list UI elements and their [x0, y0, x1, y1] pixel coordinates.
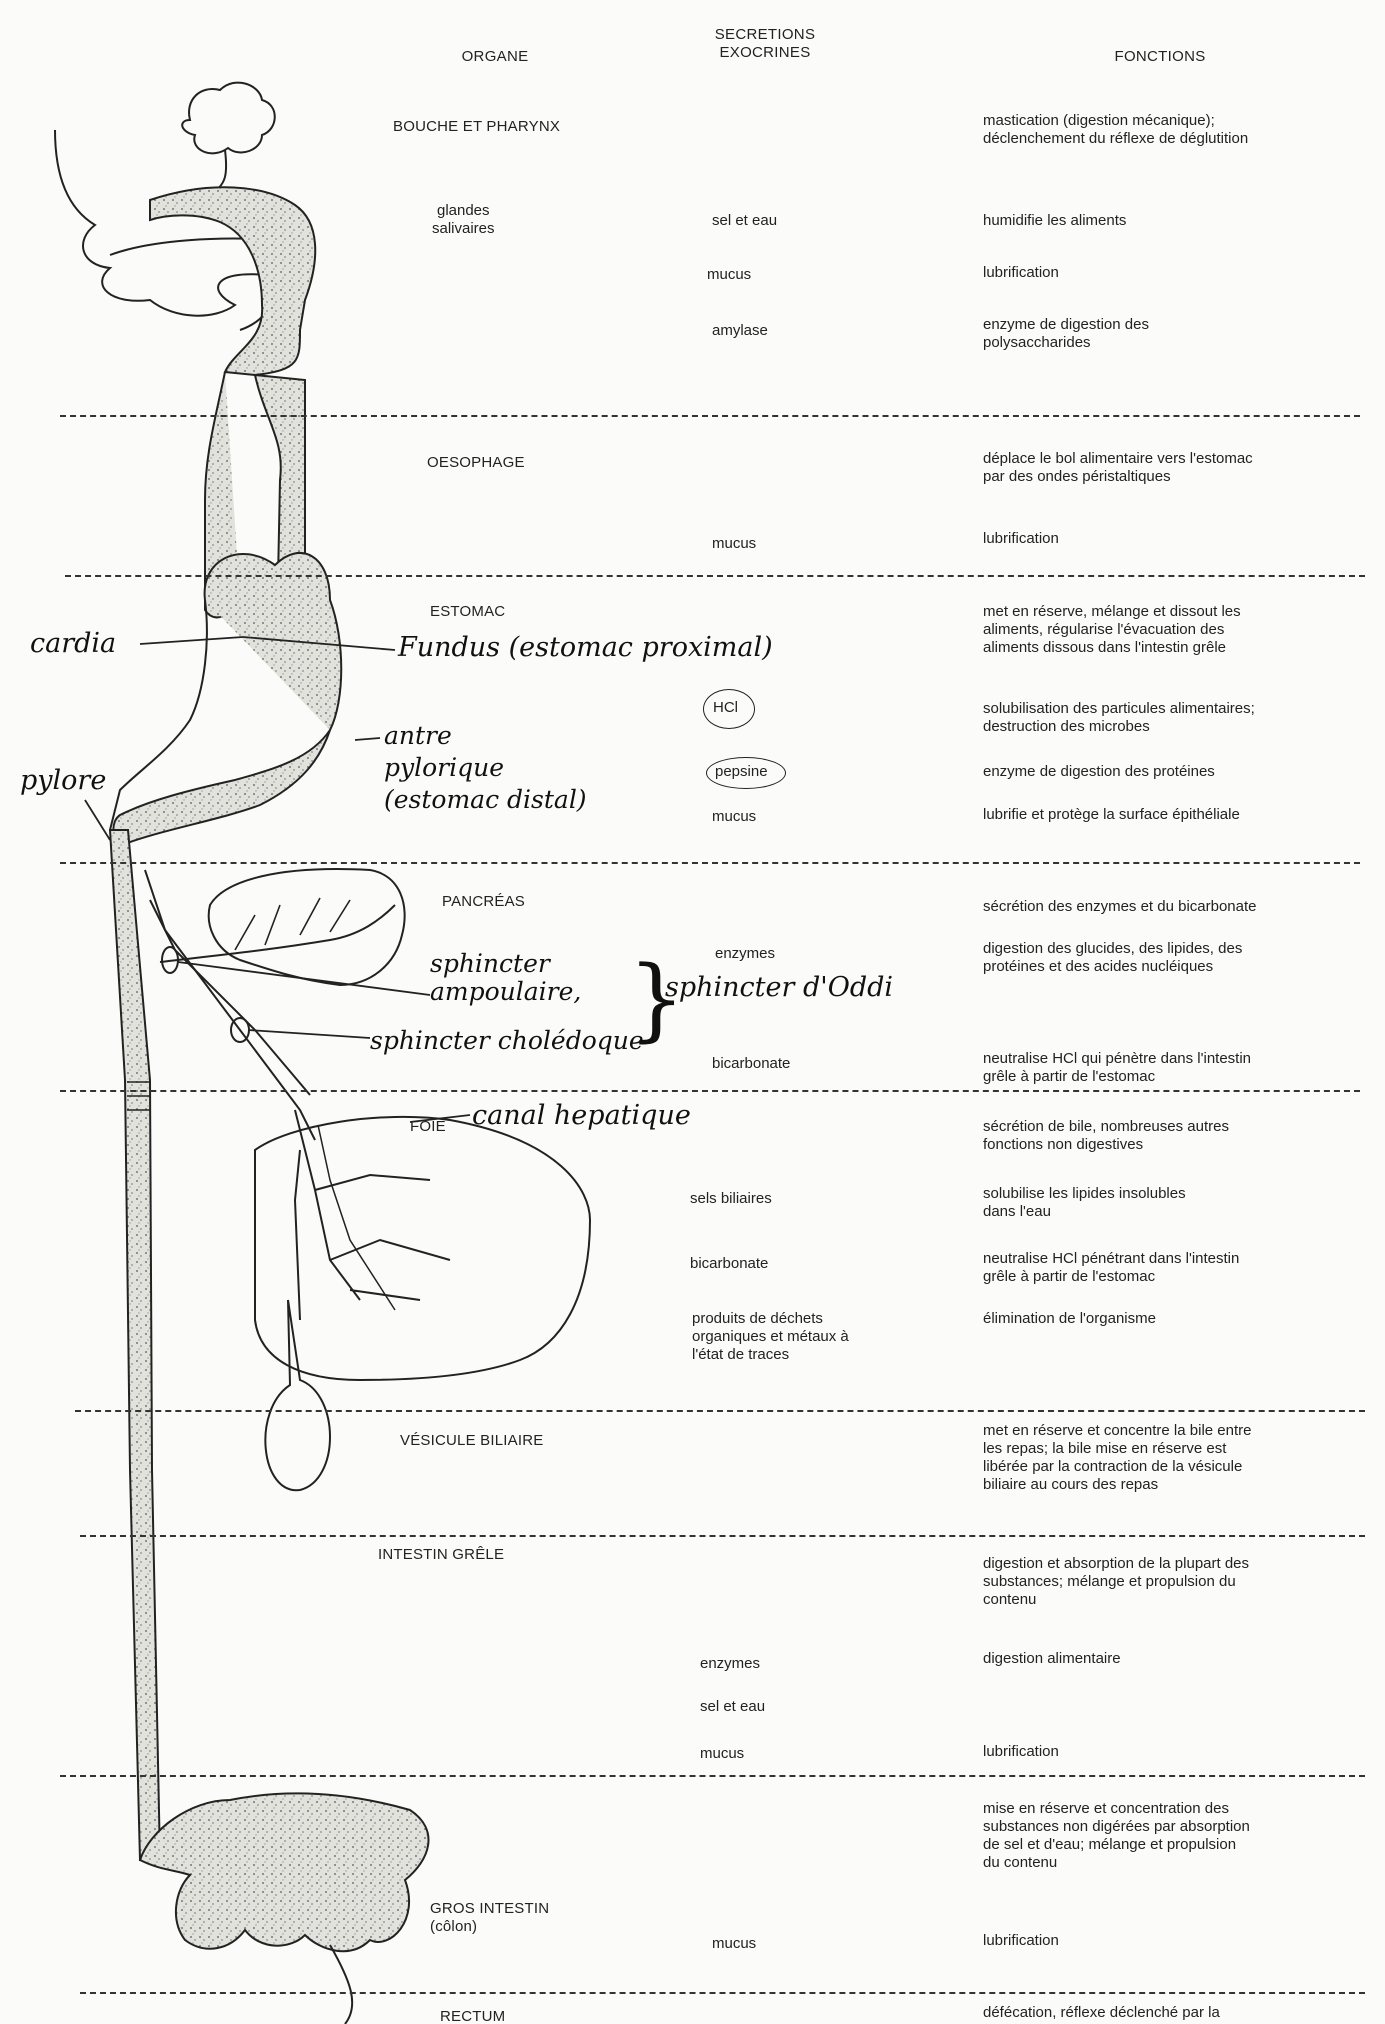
organ-intestin-grele: INTESTIN GRÊLE [378, 1546, 504, 1564]
organ-gros-intestin: GROS INTESTIN (côlon) [430, 1900, 549, 1936]
colon [140, 1793, 429, 1951]
function-text: mastication (digestion mécanique); décle… [983, 112, 1248, 148]
secretion-text: HCl [713, 699, 738, 717]
function-text: défécation, réflexe déclenché par la [983, 2004, 1220, 2022]
section-divider [60, 1090, 1360, 1092]
secretion-text: produits de déchets organiques et métaux… [692, 1310, 849, 1364]
function-text: lubrification [983, 264, 1059, 282]
pancreas [209, 869, 405, 985]
leader-antre [355, 738, 380, 740]
function-text: solubilisation des particules alimentair… [983, 700, 1255, 736]
sub-organ-glandes-salivaires: glandes salivaires [432, 202, 495, 238]
section-divider [60, 1775, 1365, 1777]
function-text: digestion et absorption de la plupart de… [983, 1555, 1249, 1609]
function-text: lubrifie et protège la surface épithélia… [983, 806, 1240, 824]
small-intestine [110, 830, 160, 1860]
organ-foie: FOIE [410, 1118, 446, 1136]
function-text: digestion alimentaire [983, 1650, 1121, 1668]
function-text: enzyme de digestion des protéines [983, 763, 1215, 781]
salivary-gland [182, 83, 275, 154]
annotation-sphincter-oddi: sphincter d'Oddi [665, 972, 893, 1003]
annotation-fundus: Fundus (estomac proximal) [398, 632, 773, 663]
function-text: neutralise HCl qui pénètre dans l'intest… [983, 1050, 1251, 1086]
organ-rectum: RECTUM [440, 2008, 505, 2024]
pharynx [150, 187, 315, 375]
function-text: solubilise les lipides insolubles dans l… [983, 1185, 1186, 1221]
function-text: sécrétion des enzymes et du bicarbonate [983, 898, 1257, 916]
annotation-sphincter-ampoulaire: sphincter ampoulaire, [430, 950, 581, 1006]
secretion-text: mucus [712, 1935, 756, 1953]
header-organ: ORGANE [435, 48, 555, 66]
function-text: sécrétion de bile, nombreuses autres fon… [983, 1118, 1229, 1154]
annotation-canal-hepatique: canal hepatique [472, 1100, 691, 1131]
secretion-text: mucus [712, 535, 756, 553]
function-text: enzyme de digestion des polysaccharides [983, 316, 1149, 352]
secretion-text: enzymes [700, 1655, 760, 1673]
leader-sphincter-choledoque [248, 1030, 370, 1038]
section-divider [60, 415, 1360, 417]
section-divider [80, 1535, 1365, 1537]
organ-pancreas: PANCRÉAS [442, 893, 525, 911]
liver [255, 1117, 590, 1380]
function-text: neutralise HCl pénétrant dans l'intestin… [983, 1250, 1239, 1286]
secretion-text: sel et eau [712, 212, 777, 230]
section-divider [75, 1410, 1365, 1412]
function-text: lubrification [983, 1932, 1059, 1950]
secretion-text: mucus [700, 1745, 744, 1763]
annotation-cardia: cardia [30, 628, 116, 659]
hepatic-ducts [295, 1110, 450, 1320]
function-text: lubrification [983, 530, 1059, 548]
header-functions: FONCTIONS [1090, 48, 1230, 66]
function-text: digestion des glucides, des lipides, des… [983, 940, 1242, 976]
secretion-text: sel et eau [700, 1698, 765, 1716]
secretion-text: enzymes [715, 945, 775, 963]
secretion-text: bicarbonate [690, 1255, 768, 1273]
organ-estomac: ESTOMAC [430, 603, 505, 621]
gallbladder [265, 1300, 330, 1490]
secretion-text: mucus [712, 808, 756, 826]
leader-pylore [85, 800, 110, 840]
function-text: lubrification [983, 1743, 1059, 1761]
secretion-text: sels biliaires [690, 1190, 772, 1208]
secretion-text: mucus [707, 266, 751, 284]
annotation-antre-pylorique: antre pylorique (estomac distal) [384, 720, 587, 816]
function-text: mise en réserve et concentration des sub… [983, 1800, 1250, 1872]
secretion-text: pepsine [715, 763, 768, 781]
section-divider [65, 575, 1365, 577]
section-divider [60, 862, 1360, 864]
annotation-pylore: pylore [20, 765, 106, 796]
organ-oesophage: OESOPHAGE [427, 454, 525, 472]
function-text: met en réserve et concentre la bile entr… [983, 1422, 1251, 1494]
secretion-text: bicarbonate [712, 1055, 790, 1073]
stomach [113, 553, 341, 845]
function-text: met en réserve, mélange et dissout les a… [983, 603, 1241, 657]
header-secretions: SECRETIONS EXOCRINES [690, 26, 840, 62]
function-text: élimination de l'organisme [983, 1310, 1156, 1328]
organ-bouche-pharynx: BOUCHE ET PHARYNX [393, 118, 560, 136]
leader-cardia [140, 637, 243, 644]
function-text: déplace le bol alimentaire vers l'estoma… [983, 450, 1253, 486]
organ-vesicule-biliaire: VÉSICULE BILIAIRE [400, 1432, 543, 1450]
secretion-text: amylase [712, 322, 768, 340]
section-divider [80, 1992, 1365, 1994]
function-text: humidifie les aliments [983, 212, 1126, 230]
annotation-sphincter-choledoque: sphincter cholédoque [370, 1026, 644, 1055]
